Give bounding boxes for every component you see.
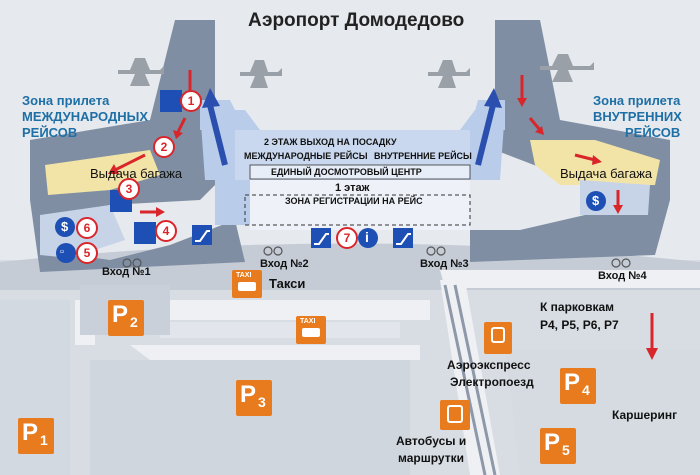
taxi-stand-sign: TAXI [300,318,316,325]
parking-number: 3 [258,394,266,410]
parking-direction-line1: К парковкам [540,300,615,314]
checkin-zone-label: ЗОНА РЕГИСТРАЦИИ НА РЕЙС [285,196,423,206]
taxi-label: Такси [269,276,306,291]
parking-letter: P [112,301,129,328]
car-shape [238,282,256,291]
dom-zone-line3: РЕЙСОВ [625,125,681,140]
floor2-label: 2 ЭТАЖ ВЫХОД НА ПОСАДКУ [264,137,397,147]
parking-number: 1 [40,432,48,448]
aeroexpress-line1: Аэроэкспресс [447,358,531,372]
escalator-icon [192,225,413,248]
car-shape [302,328,320,337]
currency-exchange-icon: $ [592,193,600,208]
marker-2: 2 [153,136,175,158]
page-title: Аэропорт Домодедово [248,10,465,31]
bus-icon [440,400,470,430]
parking-letter: P [240,381,257,408]
aeroexpress-line2: Электропоезд [450,375,534,389]
intl-zone-line1: Зона прилета [22,93,110,108]
marker-4: 4 [155,220,177,242]
dom-flights-label: ВНУТРЕННИЕ РЕЙСЫ [374,151,472,161]
parking-number: 2 [130,314,138,330]
entrance-2: Вход №2 [260,258,309,270]
car-rental-icon: ▫ [60,246,64,258]
train-shape [491,327,505,343]
parking-number: 4 [582,382,590,398]
marker-3: 3 [118,178,140,200]
taxi-icon: TAXI [232,270,262,298]
train-icon [484,322,512,354]
intl-zone-line3: РЕЙСОВ [22,125,78,140]
parking-letter: P [564,369,581,396]
parking-number: 5 [562,442,570,458]
taxi-stand-icon: TAXI [296,316,326,344]
parking-letter: P [544,429,561,456]
marker-6: 6 [76,217,98,239]
entrance-3: Вход №3 [420,258,469,270]
marker-1: 1 [180,90,202,112]
marker-7: 7 [336,227,358,249]
marker-5: 5 [76,242,98,264]
intl-zone-line2: МЕЖДУНАРОДНЫХ [22,109,149,124]
currency-exchange-icon: $ [61,219,69,234]
dom-zone-line2: ВНУТРЕННИХ [593,109,682,124]
baggage-claim-right: Выдача багажа [560,166,653,181]
entrance-4: Вход №4 [598,270,647,282]
baggage-claim-left: Выдача багажа [90,166,183,181]
parking-letter: P [22,419,39,446]
buses-line2: маршрутки [398,451,464,465]
security-center-label: ЕДИНЫЙ ДОСМОТРОВЫЙ ЦЕНТР [271,167,422,177]
floor1-label: 1 этаж [335,182,370,194]
intl-flights-label: МЕЖДУНАРОДНЫЕ РЕЙСЫ [244,151,368,161]
parking-direction-line2: P4, P5, P6, P7 [540,318,619,332]
info-icon: i [365,229,369,245]
bus-shape [447,405,463,423]
taxi-sign: TAXI [236,272,252,279]
entrance-1: Вход №1 [102,266,151,278]
buses-line1: Автобусы и [396,434,467,448]
dom-zone-line1: Зона прилета [593,93,681,108]
carsharing-label: Каршеринг [612,408,678,422]
